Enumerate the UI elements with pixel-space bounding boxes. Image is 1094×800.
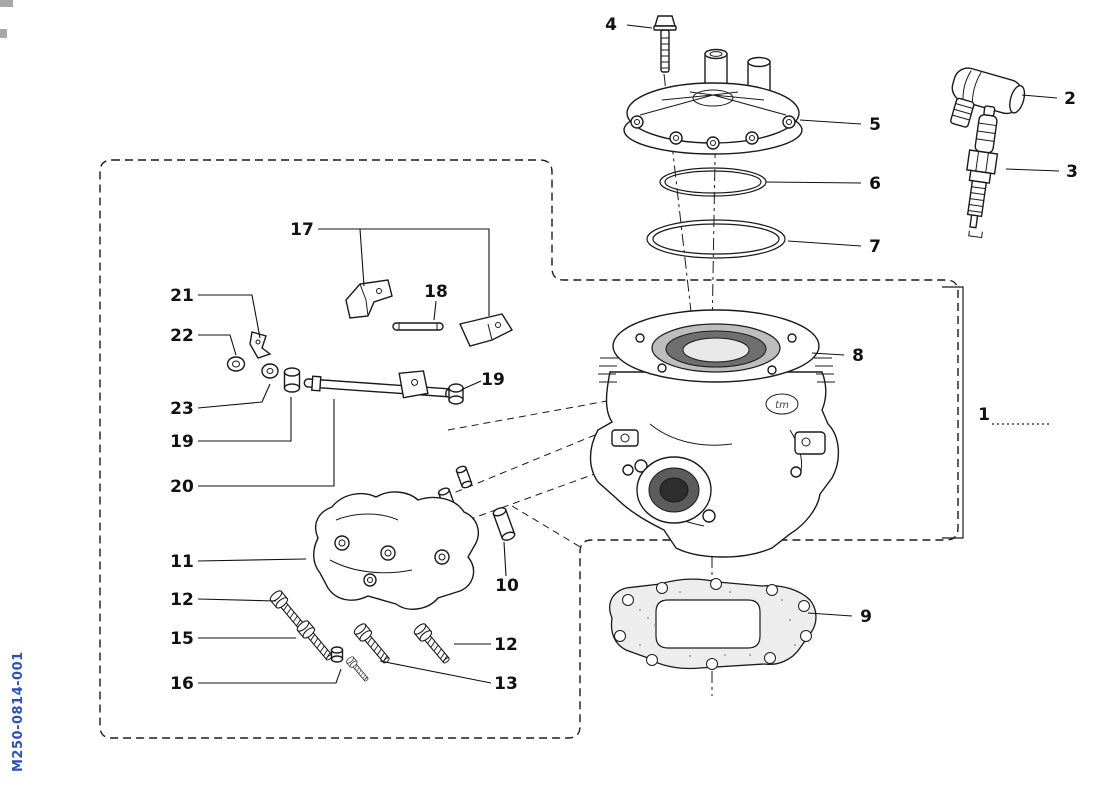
leader-7 xyxy=(787,240,862,247)
callout-3: 3 xyxy=(1066,162,1078,182)
part-washer xyxy=(226,356,246,372)
part-mounting-bracket xyxy=(313,491,480,610)
part-base-gasket xyxy=(609,578,817,670)
part-nut-16 xyxy=(330,646,344,663)
callout-21: 21 xyxy=(170,286,194,306)
callout-17: 17 xyxy=(290,220,314,240)
callout-2: 2 xyxy=(1064,89,1076,109)
part-screw-13 xyxy=(352,621,394,667)
callout-4: 4 xyxy=(605,15,617,35)
callout-13: 13 xyxy=(494,674,518,694)
leader-4 xyxy=(626,24,653,29)
leader-5 xyxy=(799,119,862,125)
leader-17a xyxy=(318,228,365,287)
leader-21 xyxy=(198,294,261,339)
part-bushing-left xyxy=(283,367,301,393)
part-valve-shaft xyxy=(303,370,459,399)
head-bolt-holes xyxy=(630,115,796,150)
leader-19-left xyxy=(198,397,292,442)
leader-10 xyxy=(503,541,507,577)
part-spacer-sleeve xyxy=(492,507,516,541)
cylinder-logo-badge: tm xyxy=(765,393,799,415)
cylinder-logo-text: tm xyxy=(775,400,789,411)
leader-23 xyxy=(197,383,271,409)
callout-8: 8 xyxy=(852,346,864,366)
leader-8 xyxy=(811,352,845,356)
part-screw-15 xyxy=(295,618,337,664)
part-oring-large xyxy=(646,219,786,259)
construction-line-4 xyxy=(511,505,583,549)
callout-5: 5 xyxy=(869,115,881,135)
callout-10: 10 xyxy=(495,576,519,596)
cylinder-exhaust-flange xyxy=(634,456,716,524)
leader-2 xyxy=(1021,94,1058,99)
part-valve-blade-right xyxy=(459,313,514,347)
leader-16 xyxy=(198,668,342,684)
part-small-screw-16 xyxy=(345,655,371,684)
callout-6: 6 xyxy=(869,174,881,194)
part-valve-blade-left xyxy=(345,279,393,319)
leader-20 xyxy=(198,399,335,487)
callout-19-right: 19 xyxy=(481,370,505,390)
part-pin xyxy=(392,322,444,331)
part-screw-12-right xyxy=(412,621,454,667)
callout-18: 18 xyxy=(424,282,448,302)
part-lever-clip xyxy=(249,331,272,359)
leader-22 xyxy=(198,334,237,356)
callout-9: 9 xyxy=(860,607,872,627)
callout-labels: 4 2 5 3 6 7 17 18 21 22 8 19 23 1 19 20 … xyxy=(170,15,1078,694)
part-spark-plug xyxy=(966,105,999,239)
screen-artifact-top-left-1 xyxy=(0,0,13,7)
callout-15: 15 xyxy=(170,629,194,649)
callout-12-right: 12 xyxy=(494,635,518,655)
part-dowel-pin-2 xyxy=(455,465,473,489)
leader-9 xyxy=(807,612,853,617)
cylinder-fins xyxy=(598,357,835,383)
part-cylinder-head xyxy=(623,48,803,155)
callout-7: 7 xyxy=(869,237,881,257)
callout-23: 23 xyxy=(170,399,194,419)
leader-3 xyxy=(1005,168,1060,172)
leader-18 xyxy=(433,300,437,321)
leader-lines xyxy=(197,24,1060,684)
callout-22: 22 xyxy=(170,326,194,346)
leader-11 xyxy=(197,558,307,562)
screen-artifact-top-left-2 xyxy=(0,29,7,38)
leader-13 xyxy=(379,660,492,684)
part-spark-plug-cap xyxy=(950,67,1026,128)
part-head-bolt xyxy=(653,15,677,73)
doc-code: M250-0814-001 xyxy=(11,651,26,772)
cylinder-bore-inner xyxy=(682,337,750,363)
gasket-texture-dots xyxy=(639,591,796,657)
gasket-opening xyxy=(655,599,761,649)
callout-20: 20 xyxy=(170,477,194,497)
assembly-boundary-dashed xyxy=(99,159,959,739)
callout-12-left: 12 xyxy=(170,590,194,610)
leader-6 xyxy=(765,181,862,184)
leader-12-left xyxy=(197,598,277,602)
part-cylinder: tm xyxy=(589,309,839,558)
assembly-bracket-1 xyxy=(942,286,964,539)
part-spacer-washer xyxy=(261,363,279,379)
callout-16: 16 xyxy=(170,674,194,694)
callout-11: 11 xyxy=(170,552,194,572)
leader-19-right xyxy=(462,380,482,390)
gasket-bolt-holes xyxy=(614,578,812,670)
leader-17b xyxy=(360,228,490,316)
part-bushing-right xyxy=(448,383,464,405)
construction-line-3 xyxy=(467,471,601,521)
callout-1: 1 xyxy=(978,405,990,425)
centerline-bolt xyxy=(663,73,695,339)
callout-19-left: 19 xyxy=(170,432,194,452)
